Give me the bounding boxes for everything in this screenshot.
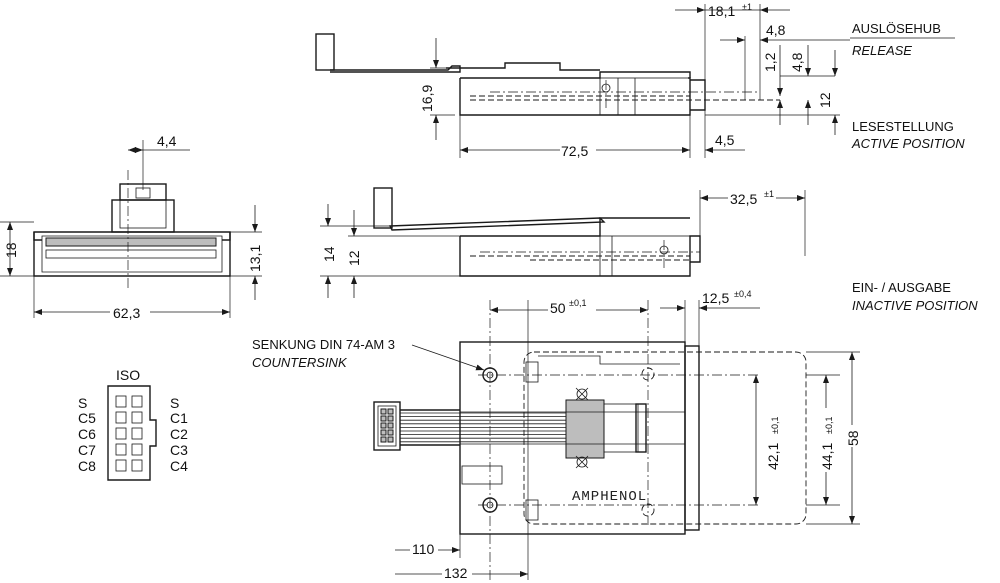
label-release-en: RELEASE bbox=[852, 43, 912, 58]
dim-50: 50 bbox=[550, 300, 566, 316]
dim-12-5-tol: ±0,4 bbox=[734, 289, 751, 299]
iso-contact-pad bbox=[131, 459, 143, 472]
dim-132: 132 bbox=[444, 565, 468, 581]
iso-left-2: C6 bbox=[78, 426, 96, 442]
dim-14: 14 bbox=[321, 246, 337, 262]
iso-left-4: C8 bbox=[78, 458, 96, 474]
connector-pin bbox=[387, 436, 394, 443]
connector-pin bbox=[380, 422, 387, 429]
dim-4-5: 4,5 bbox=[715, 132, 735, 148]
side-view-active bbox=[315, 33, 780, 116]
dim-4-8a: 4,8 bbox=[766, 22, 786, 38]
dim-58: 58 bbox=[845, 430, 861, 446]
brand-amphenol: AMPHENOL bbox=[572, 489, 647, 505]
dim-18: 18 bbox=[3, 242, 19, 258]
iso-contact-layout: ISO S C5 C6 C7 C8 S C1 C2 C3 C4 bbox=[78, 367, 188, 481]
iso-contact-pad bbox=[115, 427, 127, 440]
dim-44-1-tol: ±0,1 bbox=[824, 417, 834, 434]
dims-plan: SENKUNG DIN 74-AM 3 COUNTERSINK 50 ±0,1 … bbox=[252, 289, 861, 581]
label-inactive-de: EIN- / AUSGABE bbox=[852, 280, 951, 295]
iso-contact-pad bbox=[115, 443, 127, 456]
dim-62-3: 62,3 bbox=[113, 305, 140, 321]
dim-4-8b: 4,8 bbox=[789, 52, 805, 72]
dim-32-5-tol: ±1 bbox=[764, 189, 774, 199]
label-inactive-en: INACTIVE POSITION bbox=[852, 298, 978, 313]
iso-left-3: C7 bbox=[78, 442, 96, 458]
dim-18-1-tol: ±1 bbox=[742, 2, 752, 12]
dim-32-5: 32,5 bbox=[730, 191, 757, 207]
dim-1-2: 1,2 bbox=[762, 52, 778, 72]
front-view bbox=[33, 170, 231, 290]
iso-left-0: S bbox=[78, 395, 87, 411]
label-countersink-de: SENKUNG DIN 74-AM 3 bbox=[252, 337, 395, 352]
iso-contact-pad bbox=[131, 427, 143, 440]
iso-contact-pad bbox=[115, 459, 127, 472]
dim-12b: 12 bbox=[346, 250, 362, 266]
dim-44-1: 44,1 bbox=[819, 443, 835, 470]
dim-16-9: 16,9 bbox=[419, 85, 435, 112]
dim-12-5: 12,5 bbox=[702, 290, 729, 306]
dim-42-1: 42,1 bbox=[765, 443, 781, 470]
dims-front: 4,4 18 13,1 62,3 bbox=[0, 133, 263, 321]
iso-right-1: C1 bbox=[170, 410, 188, 426]
label-active-de: LESESTELLUNG bbox=[852, 119, 954, 134]
dim-72-5: 72,5 bbox=[561, 143, 588, 159]
ribbon-cable bbox=[373, 401, 566, 451]
iso-contact-pad bbox=[131, 395, 143, 408]
iso-right-0: S bbox=[170, 395, 179, 411]
dim-12a: 12 bbox=[817, 92, 833, 108]
iso-right-2: C2 bbox=[170, 426, 188, 442]
plan-view: AMPHENOL bbox=[373, 300, 807, 580]
dims-active: 18,1 ±1 4,8 AUSLÖSEHUB RELEASE 1,2 4,8 1… bbox=[419, 2, 965, 159]
iso-contact-pad bbox=[131, 443, 143, 456]
iso-contact-pad bbox=[115, 411, 127, 424]
dim-110: 110 bbox=[412, 541, 435, 557]
dim-4-4: 4,4 bbox=[157, 133, 177, 149]
iso-contact-pad bbox=[115, 395, 127, 408]
iso-contact-pad bbox=[131, 411, 143, 424]
dim-42-1-tol: ±0,1 bbox=[770, 417, 780, 434]
dim-13-1: 13,1 bbox=[247, 245, 263, 272]
dim-50-tol: ±0,1 bbox=[569, 298, 586, 308]
connector-pin bbox=[387, 422, 394, 429]
label-countersink-en: COUNTERSINK bbox=[252, 355, 348, 370]
iso-left-1: C5 bbox=[78, 410, 96, 426]
connector-pin bbox=[380, 436, 387, 443]
connector-pin bbox=[380, 415, 387, 422]
connector-pin bbox=[387, 408, 394, 415]
connector-pin bbox=[380, 429, 387, 436]
dims-inactive: 32,5 ±1 14 12 EIN- / AUSGABE INACTIVE PO… bbox=[320, 189, 978, 313]
connector-pin bbox=[380, 408, 387, 415]
label-release-de: AUSLÖSEHUB bbox=[852, 21, 941, 36]
iso-right-4: C4 bbox=[170, 458, 188, 474]
iso-right-3: C3 bbox=[170, 442, 188, 458]
dim-18-1: 18,1 bbox=[708, 3, 735, 19]
iso-title: ISO bbox=[116, 367, 140, 383]
connector-pin bbox=[387, 415, 394, 422]
label-active-en: ACTIVE POSITION bbox=[851, 136, 965, 151]
connector-pin bbox=[387, 429, 394, 436]
side-view-inactive bbox=[373, 187, 701, 277]
